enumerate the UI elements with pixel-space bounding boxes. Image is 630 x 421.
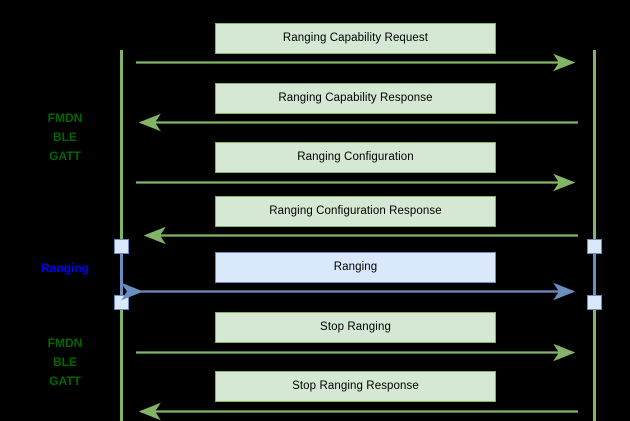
message-box-ranging-configuration: Ranging Configuration (215, 142, 496, 173)
group-label-ranging: Ranging (41, 261, 89, 275)
left-lifeline-ranging-activation (120, 247, 123, 295)
right-activation-start-handle (587, 239, 602, 254)
group-label-fmdn-ble-gatt-lower: FMDN BLE GATT (47, 336, 83, 388)
right-lifeline-upper (593, 50, 596, 239)
message-box-ranging: Ranging (215, 252, 496, 283)
message-box-stop-ranging: Stop Ranging (215, 312, 496, 343)
right-lifeline-ranging-activation (593, 247, 596, 295)
left-lifeline-lower (120, 303, 123, 421)
message-box-ranging-configuration-response: Ranging Configuration Response (215, 196, 496, 227)
message-box-stop-ranging-response: Stop Ranging Response (215, 371, 496, 402)
left-lifeline-upper (120, 50, 123, 239)
left-activation-end-handle (114, 295, 129, 310)
right-lifeline-lower (593, 303, 596, 421)
group-label-fmdn-ble-gatt-upper: FMDN BLE GATT (47, 111, 83, 163)
left-activation-start-handle (114, 239, 129, 254)
message-box-ranging-capability-response: Ranging Capability Response (215, 83, 496, 114)
message-box-ranging-capability-request: Ranging Capability Request (215, 23, 496, 54)
right-activation-end-handle (587, 295, 602, 310)
